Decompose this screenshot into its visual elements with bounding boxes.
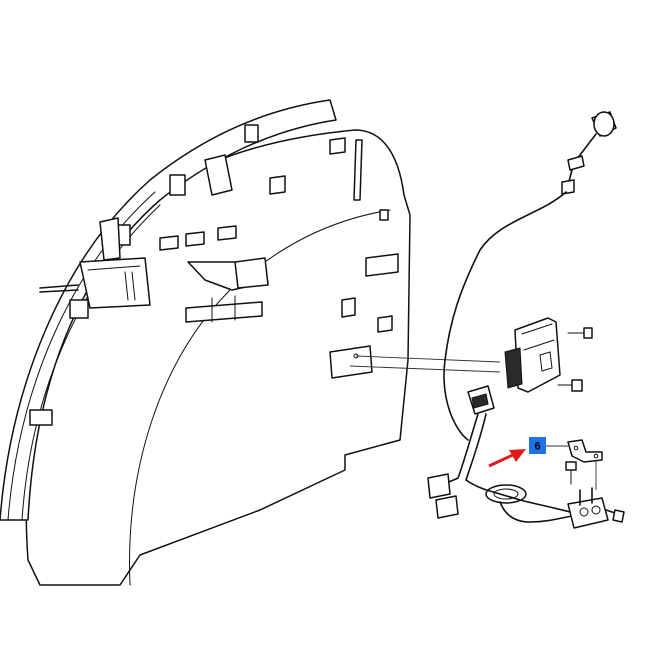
red-arrow (488, 449, 526, 468)
lip-clip (29, 124, 259, 426)
bolt (557, 379, 583, 392)
callout-label: 6 (534, 441, 540, 453)
wheel-speed-sensor (561, 111, 617, 195)
wiring-harness (427, 385, 625, 529)
part-6-bracket (546, 439, 603, 490)
front-bracket (79, 217, 151, 309)
callout-6[interactable]: 6 (529, 437, 546, 454)
callout-box[interactable] (529, 437, 546, 454)
control-module (504, 317, 561, 393)
part-6-bolt (565, 461, 577, 485)
leader-line (355, 355, 501, 363)
sensor-cable (443, 191, 567, 441)
bolt (567, 327, 593, 339)
leader-line (349, 365, 501, 373)
fender-liner (0, 99, 411, 586)
